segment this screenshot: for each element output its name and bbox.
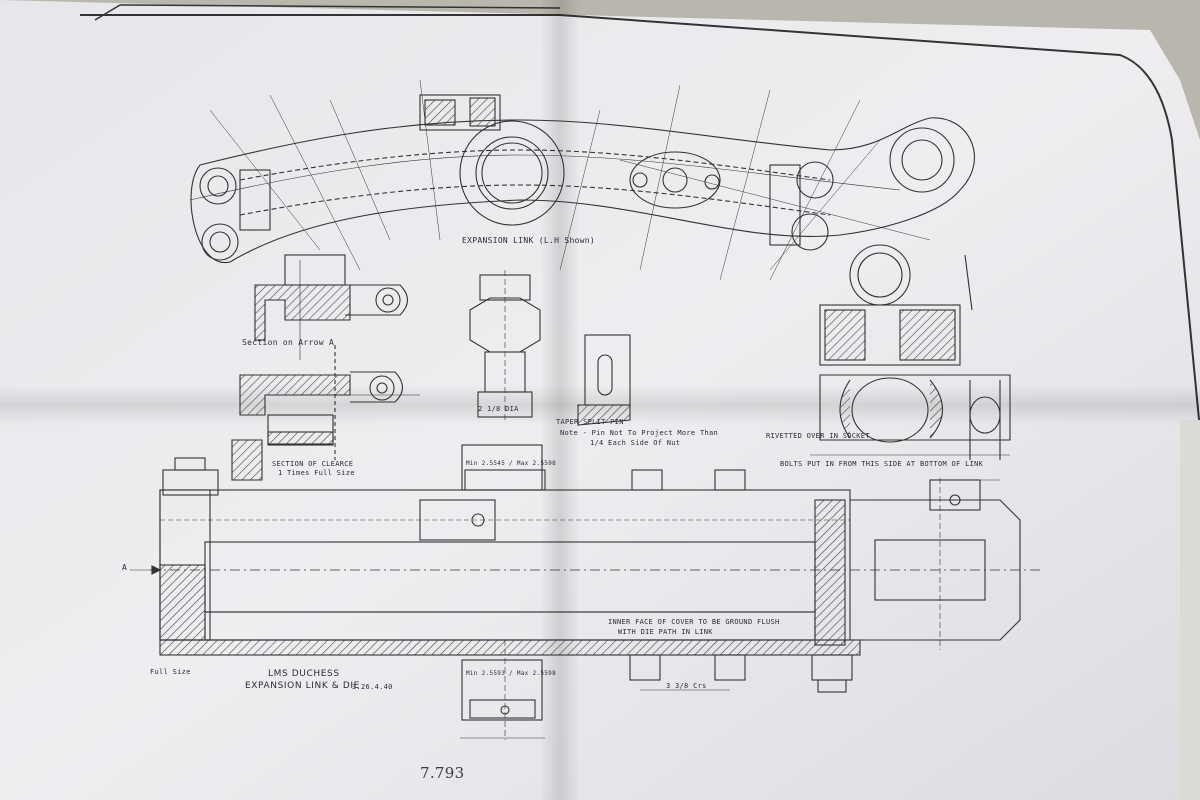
die-block-drawing <box>461 270 631 491</box>
taper-split-pin-label: TAPER SPLIT PIN <box>556 418 624 426</box>
sheet-border <box>80 14 1200 431</box>
expansion-link-label: EXPANSION LINK (L.H Shown) <box>462 236 596 245</box>
expansion-link-drawing <box>189 79 975 281</box>
sheet-number: 7.793 <box>420 764 465 782</box>
inner-face-note-line2: WITH DIE PATH IN LINK <box>618 628 713 636</box>
min-max-bottom-label: Min 2.5593 / Max 2.5598 <box>466 670 556 677</box>
min-max-top-label: Min 2.5545 / Max 2.5598 <box>466 460 556 467</box>
bolts-note-label: BOLTS PUT IN FROM THIS SIDE AT BOTTOM OF… <box>780 460 984 468</box>
inner-face-note-line1: INNER FACE OF COVER TO BE GROUND FLUSH <box>608 618 780 626</box>
section-arrow-a-drawing <box>239 254 409 460</box>
times-full-size-label: 1 Times Full Size <box>278 469 355 477</box>
dia-dimension: 2 1/8 DIA <box>478 405 519 413</box>
rivetted-note-label: RIVETTED OVER IN SOCKET <box>766 432 870 440</box>
full-size-label: Full Size <box>150 668 191 676</box>
arrow-a-label: A <box>122 563 128 572</box>
title-line-1: LMS DUCHESS <box>268 669 340 679</box>
section-arrow-label: Section on Arrow A <box>242 338 335 347</box>
title-date-label: 3.26.4.40 <box>352 683 393 691</box>
section-clearance-label: SECTION OF CLEARCE <box>272 460 354 468</box>
die-assembly-drawing <box>150 439 1040 740</box>
title-line-2: EXPANSION LINK & DIE <box>245 681 360 691</box>
pin-note-line1: Note - Pin Not To Project More Than <box>560 429 719 437</box>
right-details-drawing <box>819 244 1011 460</box>
centres-dimension: 3 3/8 Crs <box>666 682 707 690</box>
pin-note-line2: 1/4 Each Side Of Nut <box>590 439 681 447</box>
